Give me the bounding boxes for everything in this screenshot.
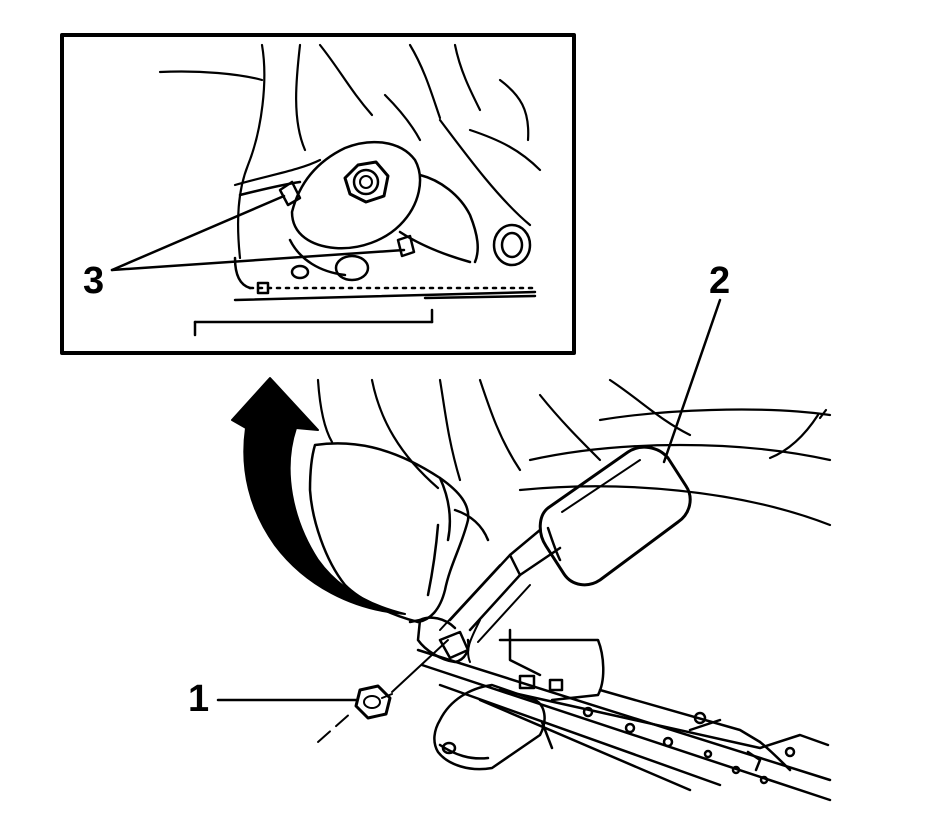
- seat-belt-buckle: [439, 445, 692, 663]
- fastener-axis-line: [317, 639, 449, 743]
- detail-inset-frame: [60, 33, 576, 355]
- seat-adjuster-block: [433, 683, 554, 771]
- seat-side-trim: [308, 442, 490, 624]
- rotation-arrow-icon: [231, 377, 406, 615]
- callout-2-label: 2: [709, 260, 731, 302]
- inset-anchor-nut: [343, 160, 390, 204]
- retaining-tab-right: [396, 234, 416, 258]
- callout-1-label: 1: [188, 678, 210, 720]
- buckle-anchor-bracket: [408, 616, 605, 702]
- inset-anchor-bracket: [238, 140, 479, 277]
- inset-seat-contours: [158, 43, 542, 260]
- detail-inset: [60, 33, 576, 355]
- callout-2-leader: [662, 298, 722, 464]
- callout-3-leaders: [110, 194, 406, 272]
- inset-holes: [256, 223, 532, 295]
- anchor-nut-removed: [354, 684, 393, 720]
- retaining-tab-left: [278, 180, 302, 207]
- seat-cushion-outline: [316, 378, 832, 527]
- seat-track-rails: [416, 648, 832, 802]
- inset-seat-track: [193, 256, 537, 337]
- callout-3-label: 3: [83, 260, 105, 302]
